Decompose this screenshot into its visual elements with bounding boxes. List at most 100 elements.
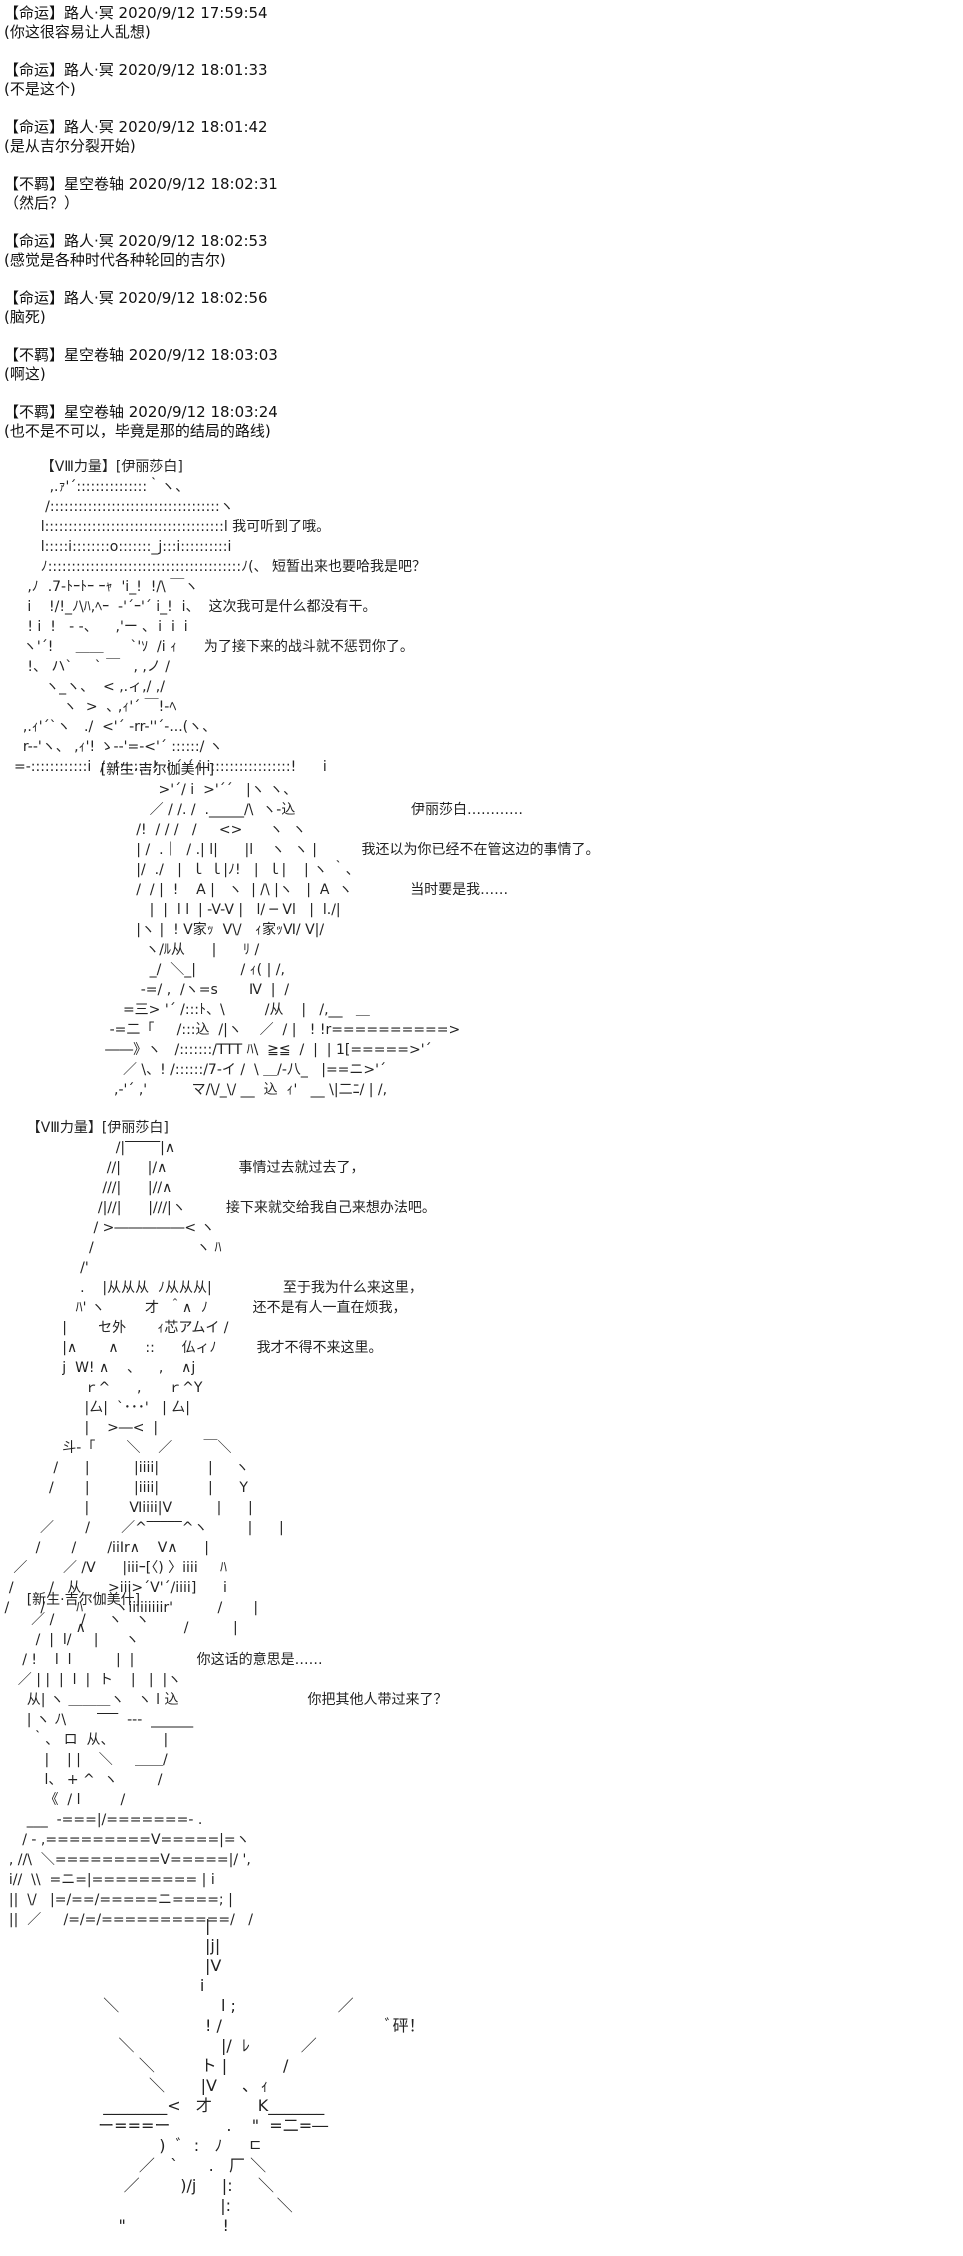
art-row: ! i ! ‐ ‐、 ,'ー ､ i i i xyxy=(14,619,188,635)
ascii-art-gilgamesh-scene: [新生·吉尔伽美什] >'´/ i >'´´ |ヽ ヽ、 ／ / /. / ._… xyxy=(74,760,600,1100)
art-row: / / 从 >iii>´Ⅴ'´/iiii] i xyxy=(0,1580,227,1596)
art-row: |: ＼ xyxy=(88,2196,293,2215)
speaker-label: 【ⅤⅢ力量】[伊丽莎白] xyxy=(26,1120,169,1136)
art-row: ) ﾞ : ﾉ ㄷ xyxy=(88,2136,263,2155)
ascii-art-gilgamesh-bust-scene: [新生·吉尔伽美什] ／ / / ヽ ヽ / | l/ | ヽ / ! l l … xyxy=(0,1590,448,1930)
art-row: | Ⅵiiii|Ⅴ | | xyxy=(0,1500,253,1516)
message-body: (不是这个) xyxy=(4,80,76,98)
message-header: 【不羁】星空卷轴 2020/9/12 18:03:03 xyxy=(4,346,278,364)
art-row: . |从从从 ﾉ从从从| xyxy=(0,1280,283,1296)
dialogue-line: 伊丽莎白………… xyxy=(411,802,524,818)
dialogue-line: 为了接下来的战斗就不惩罚你了。 xyxy=(203,639,414,655)
dialogue-line: 这次我可是什么都没有干。 xyxy=(208,599,377,615)
art-row: ヽ/ﾙ从 | ﾘ / xyxy=(74,942,260,958)
art-row: ｒ^ , ｒ^Y xyxy=(0,1380,203,1396)
art-row: / | |iiii| | Y xyxy=(0,1480,248,1496)
art-row: ,.ｨ'´`ヽ ./ <'´ ‐rr-''´-...(ヽ、 xyxy=(14,719,217,735)
art-row: / ! l l | | xyxy=(0,1652,197,1668)
message-header: 【不羁】星空卷轴 2020/9/12 18:02:31 xyxy=(4,175,278,193)
art-row: / | |iiii| | ヽ xyxy=(0,1460,249,1476)
art-row: ＼ ト | / xyxy=(88,2056,289,2075)
art-row: ,.ｧ'´:::::::::::::::｀ヽ、 xyxy=(14,479,190,495)
message-body: (感觉是各种时代各种轮回的吉尔) xyxy=(4,251,226,269)
art-row: | >―< | xyxy=(0,1420,159,1436)
art-row: ／ \、! /::::::/7-イ / \ ＿/‐八_ |==ニ>'´ xyxy=(74,1062,386,1078)
art-row: ヽ > ､ ,ｨ'´ ￣!-ﾍ xyxy=(14,699,177,715)
art-row: ,ﾉ .7-ﾄｰﾄｰ ｰｬ 'i_! !/\ ￣ヽ xyxy=(14,579,199,595)
message-header: 【命运】路人·冥 2020/9/12 17:59:54 xyxy=(4,4,268,22)
dialogue-line: 还不是有人一直在烦我， xyxy=(252,1300,407,1316)
art-row: / ‐ ,=========V=====|=ヽ xyxy=(0,1832,250,1848)
dialogue-line: 你把其他人带过来了？ xyxy=(307,1692,448,1708)
dialogue-line: 我才不得不来这里。 xyxy=(256,1340,383,1356)
message-header: 【命运】路人·冥 2020/9/12 18:01:42 xyxy=(4,118,268,136)
message-body: (是从吉尔分裂开始) xyxy=(4,137,136,155)
message-body: (啊这) xyxy=(4,365,46,383)
chat-message: 【命运】路人·冥 2020/9/12 18:01:33 (不是这个) xyxy=(4,61,959,99)
dialogue-line: 你这话的意思是…… xyxy=(196,1652,323,1668)
art-row: 斗‐「 ＼ ／ ￣＼ xyxy=(0,1440,232,1456)
dialogue-line: 我可听到了哦。 xyxy=(232,519,331,535)
message-body: (也不是不可以，毕竟是那的结局的路线) xyxy=(4,422,271,440)
art-row: ＼ l ; ／ xyxy=(88,1996,354,2015)
message-body: (脑死) xyxy=(4,308,46,326)
art-row: ﾊ' ヽ 才 ＾∧ ﾉ xyxy=(0,1300,253,1316)
message-header: 【不羁】星空卷轴 2020/9/12 18:03:24 xyxy=(4,403,278,421)
speaker-label: [新生·吉尔伽美什] xyxy=(26,1592,141,1608)
art-row: |ヽ | ! Ⅴ家ｯ V\/ ｨ家ｯⅥ/ V|/ xyxy=(74,922,325,938)
art-row: ＼ |V ､ ｨ xyxy=(88,2076,269,2095)
chat-message: 【不羁】星空卷轴 2020/9/12 18:03:03 (啊这) xyxy=(4,346,959,384)
art-row: / / /iiⅠr∧ Ⅴ∧ | xyxy=(0,1540,210,1556)
art-row: ／ / /. / ._____/\ ヽ-込 xyxy=(74,802,412,818)
message-header: 【命运】路人·冥 2020/9/12 18:02:53 xyxy=(4,232,268,250)
art-row: || \/ |=/==/=====ニ====; | xyxy=(0,1892,233,1908)
art-row: i// \\ =ニ=|========= | i xyxy=(0,1872,215,1888)
dialogue-line: 短暂出来也要哈我是吧？ xyxy=(272,559,427,575)
art-row: ／ ` . 厂 ＼ xyxy=(88,2156,267,2175)
chat-message: 【命运】路人·冥 2020/9/12 18:01:42 (是从吉尔分裂开始) xyxy=(4,118,959,156)
art-row: ∧ / | xyxy=(0,1620,238,1636)
message-header: 【命运】路人·冥 2020/9/12 18:01:33 xyxy=(4,61,268,79)
art-row: ＼ |/ ﾚ ／ xyxy=(88,2036,317,2055)
art-row: /|//| |///|ヽ xyxy=(0,1200,226,1216)
art-row: /|‾‾‾‾‾|∧ xyxy=(0,1140,176,1156)
art-row: ー===ー . " =二=― xyxy=(88,2116,329,2135)
art-row: i !/!_ﾉ\ﾊ,ﾍｰ -'´ｰ'´ i_! i、 xyxy=(14,599,209,615)
art-row: | ヽ ﾉ\ ‾‾‾ --- ______ xyxy=(0,1712,194,1728)
chat-message: 【命运】路人·冥 2020/9/12 18:02:56 (脑死) xyxy=(4,289,959,327)
art-row: / | l/ | ヽ xyxy=(0,1632,140,1648)
art-row: !、 ハ` ` ￣ , ,ノ / xyxy=(14,659,170,675)
art-row: ――》ヽ /:::::::/TTT ﾊ\ ≧≦ / | | 1[=====>'´ xyxy=(74,1042,432,1058)
art-row: ／ / ／^‾‾‾‾‾^ヽ | | xyxy=(0,1520,284,1536)
art-row: =-::::::::::::i / !:::::::! i ´ ´ i i:::… xyxy=(14,759,327,775)
art-row: ／ | | | l | ト | | |ヽ xyxy=(0,1672,182,1688)
art-row: / ヽ ﾊ xyxy=(0,1240,222,1256)
dialogue-line: 至于我为什么来这里， xyxy=(282,1280,423,1296)
art-row: =三> '´ /:::ﾄ、\ /从 | /,__ ＿ xyxy=(74,1002,370,1018)
chat-message: 【不羁】星空卷轴 2020/9/12 18:03:24 (也不是不可以，毕竟是那… xyxy=(4,403,959,441)
message-body: （然后？） xyxy=(4,194,80,212)
art-row: |/ ./ | ｌ ｌ|ﾉ! | ｌ| | ヽ ｀、 xyxy=(74,862,360,878)
art-row: ﾉ:::::::::::::::::::::::::::::::::::::::… xyxy=(14,559,273,575)
art-row: || ／ /=/=/===========/ / xyxy=(0,1912,253,1928)
art-row: , //\ ＼=========V=====|/ ', xyxy=(0,1852,251,1868)
art-row: | | l l | -V-V | l/ ─ Vl | l./| xyxy=(74,902,341,918)
message-body: (你这很容易让人乱想) xyxy=(4,23,151,41)
art-row: /! / / / / <> ヽ ヽ xyxy=(74,822,306,838)
art-row: | | | ＼ ＿＿/ xyxy=(0,1752,168,1768)
dialogue-line: 当时要是我…… xyxy=(410,882,509,898)
art-row: //| |/∧ xyxy=(0,1160,239,1176)
art-row: _/ ＼_| / ｨ( | /, xyxy=(74,962,285,978)
art-row: ｀、 ロ 从、 | xyxy=(0,1732,169,1748)
art-row: 《 / l / xyxy=(0,1792,126,1808)
dialogue-line: 接下来就交给我自己来想办法吧。 xyxy=(225,1200,436,1216)
message-header: 【命运】路人·冥 2020/9/12 18:02:56 xyxy=(4,289,268,307)
ascii-art-impact-scene: | |j| |V i ＼ l ; ／ ! / ﾞ砰！ ＼ xyxy=(88,1916,424,2236)
art-row: 从| ヽ ＿＿＿ヽ ヽ l 込 xyxy=(0,1692,308,1708)
art-row: ヽ'´! ＿＿ `'ｿ /i ｨ xyxy=(14,639,204,655)
art-row: | セ外 ｨ芯アムイ / xyxy=(0,1320,229,1336)
art-row: i xyxy=(88,1976,205,1995)
art-row: ／ )/j |: ＼ xyxy=(88,2176,275,2195)
speaker-label: [新生·吉尔伽美什] xyxy=(100,762,215,778)
art-row: ! / xyxy=(88,2016,385,2035)
